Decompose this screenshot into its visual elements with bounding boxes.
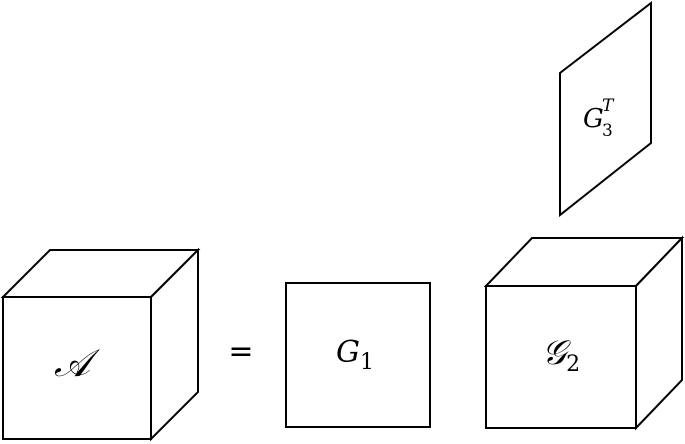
tensor-g2-symbol: 𝒢 xyxy=(542,333,571,373)
tensor-g2-cube: 𝒢2 xyxy=(483,235,685,431)
matrix-g3t-label: G xyxy=(583,104,604,134)
tensor-a-cube: 𝒜 xyxy=(0,247,201,442)
matrix-g3t-subscript: 3 xyxy=(602,121,613,141)
matrix-g3t-face xyxy=(559,0,652,218)
matrix-g1-square: G1 xyxy=(285,282,431,428)
tensor-g2-label: 𝒢2 xyxy=(542,333,580,377)
matrix-g1-label: G1 xyxy=(336,335,374,375)
tensor-g2-front-face xyxy=(485,285,637,429)
matrix-g3t-sheet: G T 3 xyxy=(559,0,652,218)
matrix-g3t-superscript: T xyxy=(602,96,615,116)
matrix-g1-subscript: 1 xyxy=(360,350,374,375)
matrix-g1-face xyxy=(285,282,431,428)
matrix-g1-symbol: G xyxy=(336,335,360,370)
matrix-g3t-symbol: G xyxy=(583,104,604,134)
tensor-g2-subscript: 2 xyxy=(566,352,580,377)
equals-sign: = xyxy=(228,334,253,369)
tensor-a-front-face xyxy=(2,296,152,440)
